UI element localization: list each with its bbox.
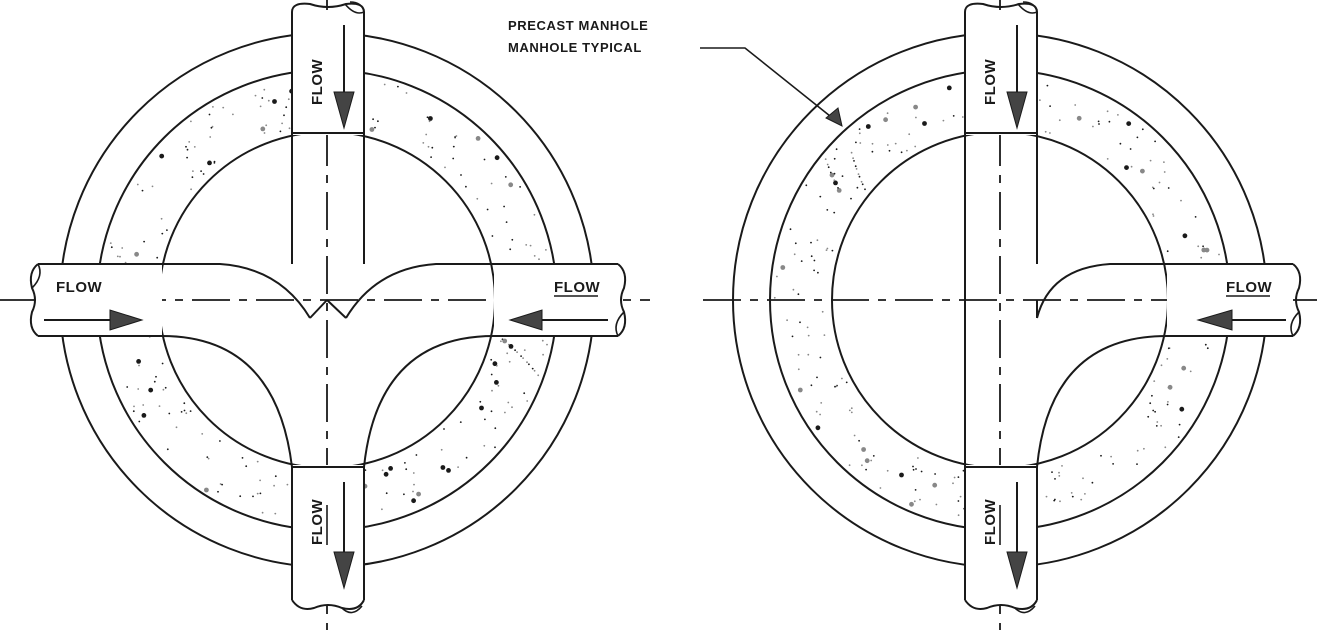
flow-label-right: FLOW xyxy=(1226,279,1272,296)
flow-label-top: FLOW xyxy=(982,59,999,105)
flow-label-right: FLOW xyxy=(554,279,600,296)
concrete-stipple xyxy=(773,76,1220,522)
flow-label-top: FLOW xyxy=(309,59,326,105)
flow-label-bottom: FLOW xyxy=(982,499,999,545)
channel-lines xyxy=(964,133,1168,468)
flow-label-bottom: FLOW xyxy=(309,499,326,545)
flow-arrow-bottom xyxy=(1006,482,1028,590)
channel-lines xyxy=(161,133,495,468)
pipe-bottom-left xyxy=(291,466,365,614)
manhole-left: FLOW FLOW FLOW FLOW xyxy=(0,0,650,630)
pipe-bottom-right xyxy=(964,466,1038,614)
flow-label-left: FLOW xyxy=(56,279,102,296)
pipe-right xyxy=(494,263,627,337)
flow-arrow-top xyxy=(1006,25,1028,130)
callout-line-1: PRECAST MANHOLE xyxy=(508,18,648,33)
flow-arrow-left xyxy=(44,309,144,331)
flow-arrow-right xyxy=(1196,309,1286,331)
flow-arrow-right xyxy=(508,309,608,331)
manhole-right: FLOW FLOW FLOW xyxy=(703,0,1325,630)
pipe-right-side xyxy=(1167,263,1302,337)
pipe-left xyxy=(29,263,162,337)
flow-arrow-top xyxy=(333,25,355,130)
pipe-top-right xyxy=(964,1,1038,134)
callout-leader xyxy=(700,47,843,127)
pipe-top-left xyxy=(291,1,365,134)
callout-line-2: MANHOLE TYPICAL xyxy=(508,40,642,55)
flow-arrow-bottom xyxy=(333,482,355,590)
